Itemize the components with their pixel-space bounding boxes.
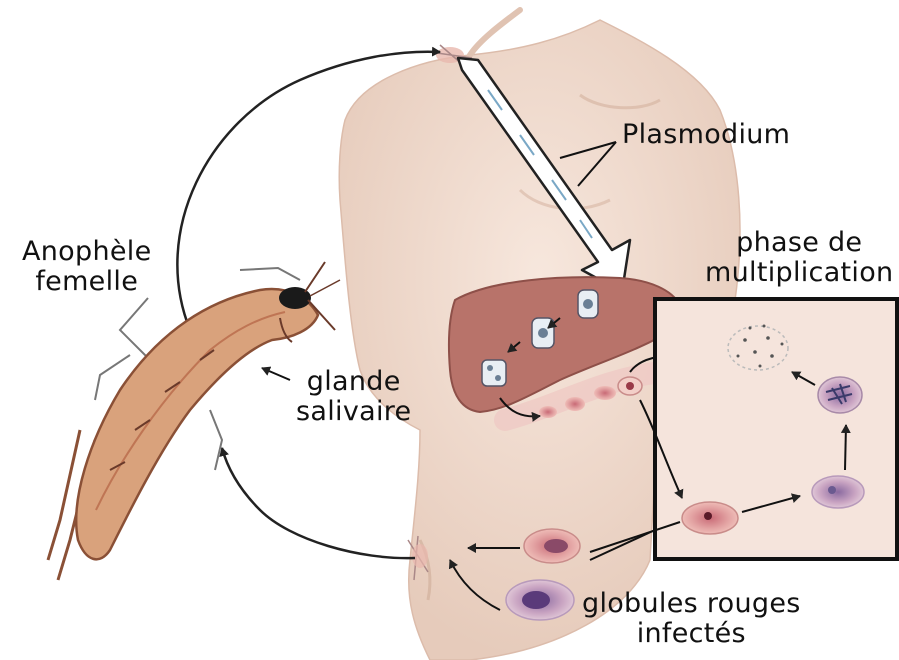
anophele-label-line2: femelle xyxy=(22,267,151,297)
cycle-arrow-bottom xyxy=(222,448,415,558)
liver-cell xyxy=(532,318,554,348)
plasmodium-label: Plasmodium xyxy=(622,120,790,150)
anophele-label: Anophèle femelle xyxy=(22,237,151,297)
infected-cell-stage xyxy=(812,476,864,508)
globules-label-line2: infectés xyxy=(582,619,801,649)
multiplication-phase-inset xyxy=(655,299,897,559)
red-blood-cell xyxy=(539,406,557,418)
globules-label-line1: globules rouges xyxy=(582,589,801,619)
glande-label-line2: salivaire xyxy=(296,397,411,427)
infected-red-cell xyxy=(682,502,738,534)
liver-cell xyxy=(578,290,598,318)
anophele-label-line1: Anophèle xyxy=(22,237,151,267)
liver-cell xyxy=(482,360,506,386)
multiplication-phase-label: phase de multiplication xyxy=(705,228,893,288)
glande-label-line1: glande xyxy=(296,367,411,397)
glande-salivaire-label: glande salivaire xyxy=(296,367,411,427)
red-blood-cell xyxy=(565,397,585,411)
mosquito-body xyxy=(76,289,318,559)
globules-rouges-label: globules rouges infectés xyxy=(582,589,801,649)
red-blood-cell xyxy=(594,386,616,400)
glande-pointer xyxy=(262,368,290,380)
multiplication-phase-label-line2: multiplication xyxy=(705,258,893,288)
multiplication-phase-label-line1: phase de xyxy=(705,228,893,258)
schizont-cell xyxy=(818,377,862,413)
